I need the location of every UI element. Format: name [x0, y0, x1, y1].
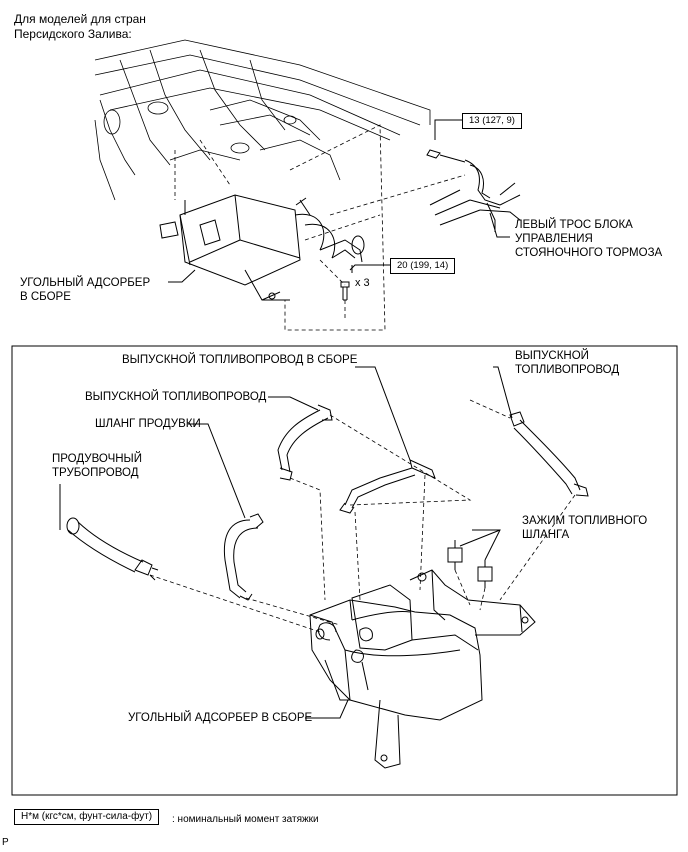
bolt-quantity: x 3 [355, 277, 370, 289]
vehicle-underbody [94, 39, 431, 201]
page-title: Для моделей для стран Персидского Залива… [14, 12, 146, 41]
fuel-hose-clamp-icon [447, 540, 493, 588]
label-parking-brake-cable: ЛЕВЫЙ ТРОС БЛОКА УПРАВЛЕНИЯ СТОЯНОЧНОГО … [515, 219, 663, 259]
brake-cable [426, 149, 521, 232]
upper-dashed-leaders [174, 124, 466, 331]
label-canister-lower: УГОЛЬНЫЙ АДСОРБЕР В СБОРЕ [128, 712, 313, 724]
lower-label-leaders [59, 366, 513, 719]
torque-leaders [349, 119, 462, 273]
purge-hose [223, 513, 264, 601]
torque-callout-mid: 20 (199, 14) [390, 258, 456, 274]
outlet-pipe [277, 404, 333, 481]
label-purge-pipe: ПРОДУВОЧНЫЙ ТРУБОПРОВОД [52, 453, 142, 479]
legend-torque-box: Н*м (кгс*см, фунт-сила-фут) [14, 809, 160, 825]
label-outlet-pipe-right: ВЫПУСКНОЙ ТОПЛИВОПРОВОД [515, 350, 620, 376]
lower-detail-frame [11, 345, 678, 796]
label-canister-upper: УГОЛЬНЫЙ АДСОРБЕР В СБОРЕ [20, 277, 151, 303]
legend-description: : номинальный момент затяжки [172, 814, 319, 825]
lower-dashed-leaders [149, 399, 576, 633]
label-outlet-pipe: ВЫПУСКНОЙ ТОПЛИВОПРОВОД [85, 391, 267, 403]
canister-upper [159, 194, 365, 301]
outlet-pipe-assembly [339, 459, 436, 514]
bolt-upper-icon [340, 281, 350, 301]
label-fuel-hose-clamp: ЗАЖИМ ТОПЛИВНОГО ШЛАНГА [522, 515, 648, 541]
torque-callout-top: 13 (127, 9) [462, 113, 522, 129]
canister-lower [309, 569, 536, 769]
outlet-pipe-right [509, 411, 589, 497]
label-outlet-pipe-assembly: ВЫПУСКНОЙ ТОПЛИВОПРОВОД В СБОРЕ [122, 354, 358, 366]
purge-pipe [66, 517, 159, 581]
upper-label-leaders [168, 212, 510, 283]
label-purge-hose: ШЛАНГ ПРОДУВКИ [95, 418, 201, 430]
figure-code: P [2, 837, 9, 848]
